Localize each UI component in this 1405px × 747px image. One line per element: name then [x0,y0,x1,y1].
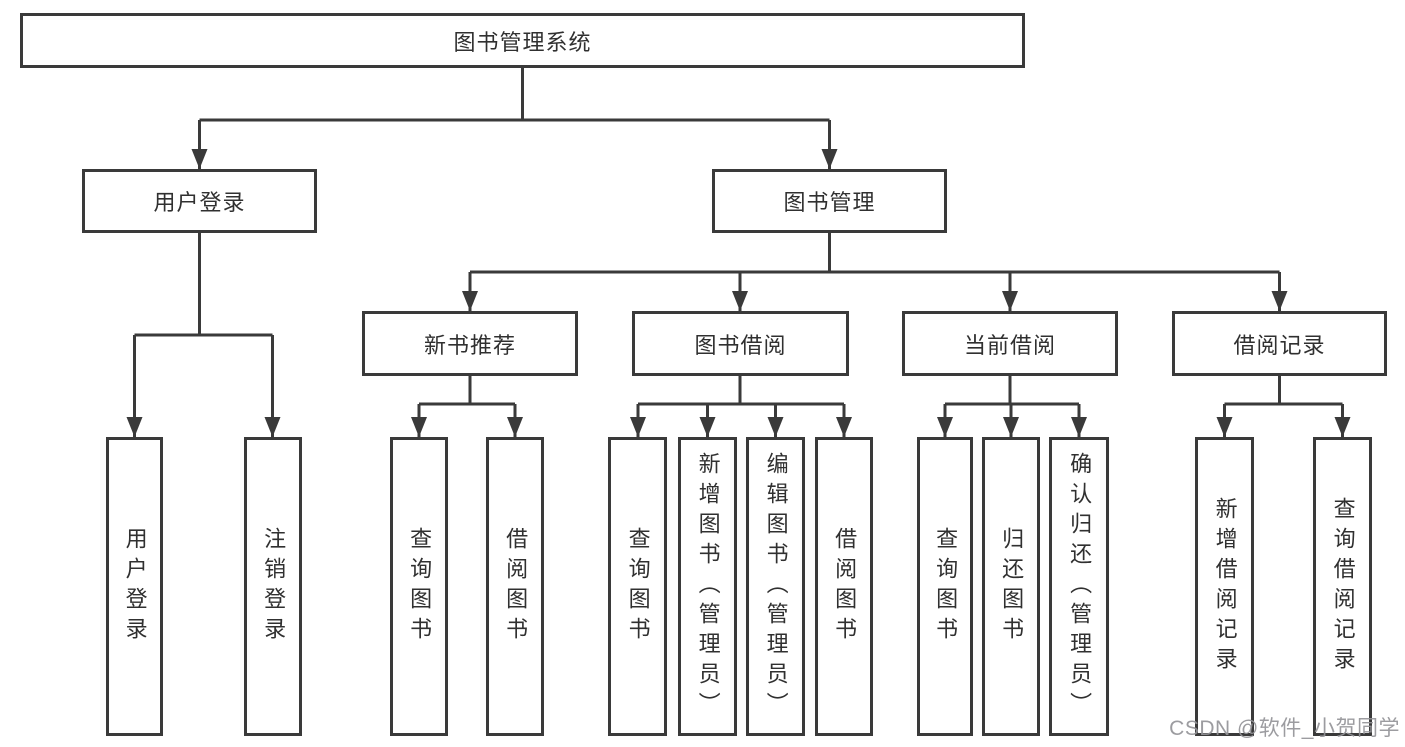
edge-new-book-rec [417,376,517,437]
node-leaf-user-login: 用户登录 [106,437,163,736]
node-label: 查询借阅记录 [1330,496,1356,677]
node-user-login: 用户登录 [82,169,317,233]
node-label: 用户登录 [122,526,148,647]
node-label: 图书借阅 [694,332,787,358]
node-leaf-cb-return: 归还图书 [982,437,1040,736]
node-book-borrow: 图书借阅 [632,311,849,376]
node-book-mgmt: 图书管理 [712,169,947,233]
node-new-book-rec: 新书推荐 [362,311,578,376]
node-leaf-bb-borrow: 借阅图书 [815,437,873,736]
edge-book-mgmt [468,233,1281,311]
node-label: 编辑图书（管理员） [763,451,789,722]
node-label: 借阅图书 [503,526,529,647]
node-leaf-nbr-borrow: 借阅图书 [486,437,544,736]
node-leaf-logout: 注销登录 [244,437,302,736]
node-borrow-record: 借阅记录 [1172,311,1387,376]
node-label: 查询图书 [625,526,651,647]
node-leaf-bb-edit: 编辑图书（管理员） [746,437,805,736]
node-label: 图书管理 [783,190,876,215]
node-label: 借阅图书 [832,526,858,647]
node-label: 新增借阅记录 [1212,496,1238,677]
edge-user-login [133,233,274,437]
node-label: 查询图书 [933,526,959,647]
node-label: 图书管理系统 [453,29,592,55]
node-label: 查询图书 [407,526,433,647]
node-root: 图书管理系统 [20,13,1025,68]
node-leaf-cb-query: 查询图书 [917,437,973,736]
watermark: CSDN @软件_小贺同学 [1169,717,1400,740]
node-leaf-br-query: 查询借阅记录 [1313,437,1372,736]
node-label: 归还图书 [999,526,1025,647]
node-label: 当前借阅 [963,332,1056,358]
node-current-borrow: 当前借阅 [902,311,1118,376]
node-leaf-bb-query: 查询图书 [608,437,667,736]
node-label: 注销登录 [261,526,287,647]
node-label: 用户登录 [153,190,246,215]
edge-borrow-record [1223,376,1344,437]
node-label: 新书推荐 [423,332,516,358]
node-label: 新增图书（管理员） [695,451,721,722]
edge-book-borrow [636,376,846,437]
node-label: 确认归还（管理员） [1067,451,1093,722]
edge-root [198,68,831,169]
arrow-down-icons [126,149,1351,437]
node-label: 借阅记录 [1233,332,1326,358]
connector-paths [133,68,1344,437]
node-leaf-bb-add: 新增图书（管理员） [678,437,737,736]
node-leaf-nbr-query: 查询图书 [390,437,448,736]
node-leaf-br-add: 新增借阅记录 [1195,437,1254,736]
node-leaf-cb-confirm: 确认归还（管理员） [1049,437,1109,736]
